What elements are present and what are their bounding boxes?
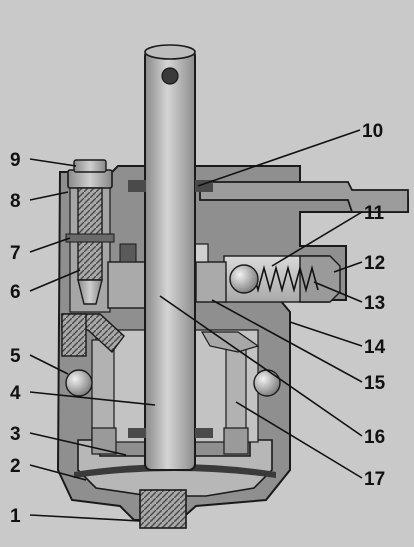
callout-17: 17 [364,469,385,490]
bolt-washer [65,233,115,243]
inlet-fitting-vertical [61,313,87,357]
callout-6: 6 [10,282,21,303]
callout-12: 12 [364,253,385,274]
callout-3: 3 [10,424,21,445]
bolt-tip [77,279,103,305]
spring-plug [299,255,341,303]
callout-14: 14 [364,337,386,358]
right-ball [253,369,281,397]
callout-8: 8 [10,191,21,212]
left-ball [65,369,93,397]
rod-pin-hole [161,67,179,85]
check-ball [229,264,259,294]
guide-block [107,261,147,309]
bottom-port [139,489,187,529]
callout-1: 1 [10,506,21,527]
callout-5: 5 [10,346,21,367]
callout-labels: 1 2 3 4 5 6 7 8 9 10 11 12 13 14 15 16 1… [10,121,386,527]
bolt-head-nut [73,159,107,173]
callout-2: 2 [10,456,21,477]
central-rod [144,49,196,471]
right-piston [223,427,249,455]
rod-seal-bottom-right [195,428,213,438]
lever-arm [199,181,409,213]
leader-lines [29,129,363,522]
right-channel [225,339,247,441]
callout-10: 10 [362,121,383,142]
guide-block-right [195,261,227,303]
callout-11: 11 [364,203,385,224]
callout-4: 4 [10,383,21,404]
cam-slot [119,243,137,263]
callout-9: 9 [10,150,21,171]
rod-seal-bottom-left [128,428,146,438]
spring [251,264,319,294]
callout-7: 7 [10,243,21,264]
callout-16: 16 [364,427,385,448]
callout-15: 15 [364,373,386,394]
rod-top [144,44,196,60]
rod-seal-top-left [128,180,146,192]
outlet-fitting [200,331,260,353]
callout-13: 13 [364,293,385,314]
